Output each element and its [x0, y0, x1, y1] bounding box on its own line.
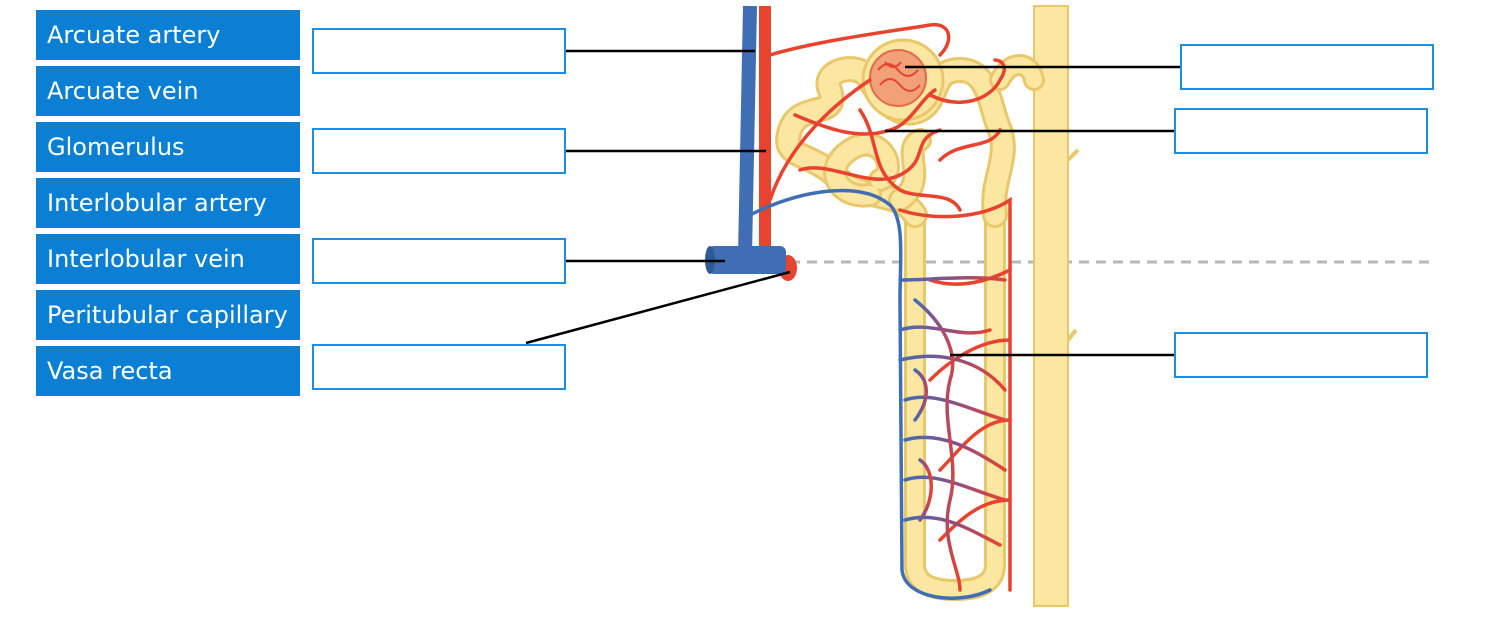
label-tile-vasa-recta[interactable]: Vasa recta [36, 346, 300, 396]
label-tile-glomerulus[interactable]: Glomerulus [36, 122, 300, 172]
vasa-recta-network [748, 188, 1007, 600]
label-tile-interlobular-artery[interactable]: Interlobular artery [36, 178, 300, 228]
drop-target-3[interactable] [312, 238, 566, 284]
drop-target-6[interactable] [1174, 108, 1428, 154]
arcuate-vein-vessel [738, 5, 757, 256]
loop-of-henle [904, 215, 1006, 602]
leader-line-4 [525, 270, 791, 345]
drop-target-1[interactable] [312, 28, 566, 74]
drop-target-2[interactable] [312, 128, 566, 174]
drop-target-4[interactable] [312, 344, 566, 390]
interlobular-vessel-stub [705, 246, 797, 281]
drop-target-5[interactable] [1180, 44, 1434, 90]
label-tile-arcuate-vein[interactable]: Arcuate vein [36, 66, 300, 116]
label-tile-peritubular-capillary[interactable]: Peritubular capillary [36, 290, 300, 340]
label-bank: Arcuate artery Arcuate vein Glomerulus I… [36, 10, 300, 402]
label-tile-interlobular-vein[interactable]: Interlobular vein [36, 234, 300, 284]
drop-target-7[interactable] [1174, 332, 1428, 378]
label-tile-arcuate-artery[interactable]: Arcuate artery [36, 10, 300, 60]
collecting-duct [1022, 5, 1080, 607]
glomerulus-illustration [861, 38, 945, 122]
leader-lines [525, 49, 1181, 357]
